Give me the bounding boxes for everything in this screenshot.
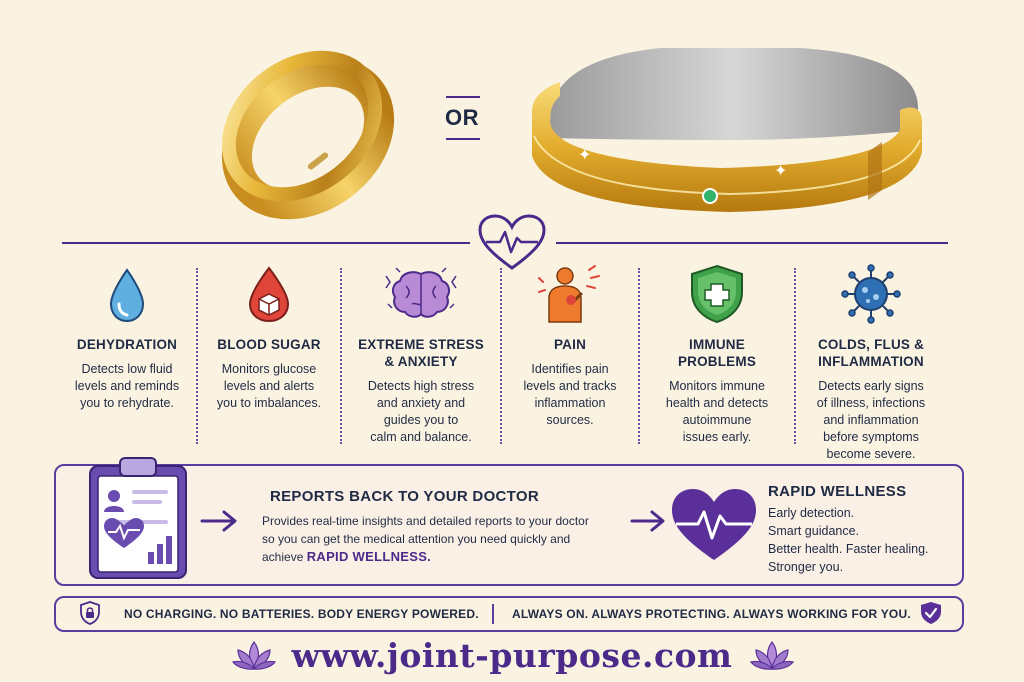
svg-text:✦: ✦ bbox=[774, 163, 787, 180]
or-label: OR bbox=[445, 105, 479, 130]
condition-desc-line: of illness, infections bbox=[816, 396, 926, 410]
wellness-line: Better health. Faster healing. bbox=[768, 542, 929, 556]
condition-title: IMMUNE bbox=[689, 337, 745, 352]
condition-colds-flus-inflammation: COLDS, FLUS & INFLAMMATION Detects early… bbox=[798, 262, 944, 461]
gold-bracelet-image: ✦ ✦ bbox=[532, 48, 922, 212]
wellness-line: Early detection. bbox=[768, 506, 855, 520]
condition-desc-line: levels and tracks bbox=[523, 379, 617, 393]
or-bottom-bar bbox=[446, 138, 480, 140]
virus-icon bbox=[841, 264, 901, 324]
condition-immune-problems: IMMUNE PROBLEMS Monitors immune health a… bbox=[644, 262, 790, 458]
condition-title: BLOOD SUGAR bbox=[217, 337, 321, 352]
condition-desc-line: and inflammation bbox=[823, 413, 919, 427]
condition-title: EXTREME STRESS bbox=[358, 337, 484, 352]
website-url[interactable]: www.joint-purpose.com bbox=[291, 636, 733, 675]
condition-desc-line: you to rehydrate. bbox=[80, 396, 174, 410]
rapid-wellness-title: RAPID WELLNESS bbox=[768, 483, 907, 500]
wellness-line: Stronger you. bbox=[768, 560, 844, 574]
pain-person-icon bbox=[538, 265, 600, 323]
blood-sugar-drop-icon bbox=[248, 266, 290, 323]
condition-desc-line: Detects early signs bbox=[818, 379, 924, 393]
arrow-right-icon bbox=[200, 510, 237, 532]
condition-title: INFLAMMATION bbox=[818, 354, 924, 369]
wellness-line: Smart guidance. bbox=[768, 524, 860, 538]
condition-desc-line: sources. bbox=[546, 413, 594, 427]
condition-desc-line: Monitors immune bbox=[669, 379, 765, 393]
lotus-icon bbox=[750, 640, 794, 670]
condition-desc-line: Detects high stress bbox=[367, 379, 475, 393]
condition-desc-line: guides you to bbox=[383, 413, 459, 427]
clipboard-report-icon bbox=[89, 457, 187, 579]
condition-desc-line: autoimmune bbox=[682, 413, 752, 427]
condition-title: & ANXIETY bbox=[384, 354, 458, 369]
features-strip bbox=[54, 596, 964, 632]
shield-cross-icon bbox=[691, 264, 743, 324]
column-separator bbox=[500, 268, 502, 444]
condition-desc-line: before symptoms bbox=[823, 430, 919, 444]
report-desc-line: so you can get the medical attention you… bbox=[262, 532, 571, 546]
section-divider-left bbox=[62, 242, 470, 244]
or-top-bar bbox=[446, 96, 480, 98]
no-charging-text: NO CHARGING. NO BATTERIES. BODY ENERGY P… bbox=[124, 607, 479, 621]
condition-desc-line: you to imbalances. bbox=[216, 396, 322, 410]
lotus-icon bbox=[232, 640, 276, 670]
condition-desc-line: health and detects bbox=[665, 396, 769, 410]
svg-text:✦: ✦ bbox=[578, 147, 591, 164]
condition-desc-line: inflammation bbox=[534, 396, 606, 410]
heartbeat-icon bbox=[478, 214, 546, 270]
report-desc-line: achieve bbox=[262, 550, 307, 564]
report-description: Provides real-time insights and detailed… bbox=[262, 512, 630, 566]
water-drop-icon bbox=[109, 268, 145, 323]
report-title: REPORTS BACK TO YOUR DOCTOR bbox=[270, 488, 539, 505]
gold-ring-image bbox=[221, 50, 395, 220]
condition-desc-line: and anxiety and bbox=[376, 396, 466, 410]
condition-stress-anxiety: EXTREME STRESS & ANXIETY Detects high st… bbox=[346, 262, 496, 458]
heart-pulse-icon bbox=[672, 489, 756, 560]
condition-dehydration: DEHYDRATION Detects low fluid levels and… bbox=[60, 262, 194, 458]
condition-title: DEHYDRATION bbox=[76, 337, 178, 352]
lock-shield-icon bbox=[80, 601, 100, 625]
column-separator bbox=[638, 268, 640, 444]
condition-desc-line: levels and alerts bbox=[223, 379, 315, 393]
condition-desc-line: Monitors glucose bbox=[221, 362, 317, 376]
condition-blood-sugar: BLOOD SUGAR Monitors glucose levels and … bbox=[202, 262, 336, 458]
condition-desc-line: issues early. bbox=[682, 430, 752, 444]
arrow-right-icon bbox=[630, 510, 665, 532]
condition-desc-line: Identifies pain bbox=[531, 362, 609, 376]
section-divider-right bbox=[556, 242, 948, 244]
condition-desc-line: calm and balance. bbox=[370, 430, 472, 444]
condition-desc-line: become severe. bbox=[826, 447, 916, 461]
column-separator bbox=[794, 268, 796, 444]
shield-check-icon bbox=[921, 602, 941, 624]
condition-title: COLDS, FLUS & bbox=[817, 337, 925, 352]
doctor-report-panel bbox=[54, 464, 964, 586]
condition-title: PROBLEMS bbox=[677, 354, 757, 369]
column-separator bbox=[196, 268, 198, 444]
brain-icon bbox=[385, 267, 457, 318]
strip-separator bbox=[492, 604, 494, 624]
column-separator bbox=[340, 268, 342, 444]
condition-title: PAIN bbox=[553, 337, 587, 352]
always-on-text: ALWAYS ON. ALWAYS PROTECTING. ALWAYS WOR… bbox=[512, 607, 911, 621]
rapid-wellness-highlight: RAPID WELLNESS. bbox=[306, 549, 432, 564]
product-illustrations: OR ✦ ✦ bbox=[0, 0, 1024, 232]
condition-desc-line: levels and reminds bbox=[74, 379, 180, 393]
report-desc-line: Provides real-time insights and detailed… bbox=[262, 514, 589, 528]
condition-desc-line: Detects low fluid bbox=[81, 362, 173, 376]
condition-pain: PAIN Identifies pain levels and tracks i… bbox=[506, 262, 634, 458]
